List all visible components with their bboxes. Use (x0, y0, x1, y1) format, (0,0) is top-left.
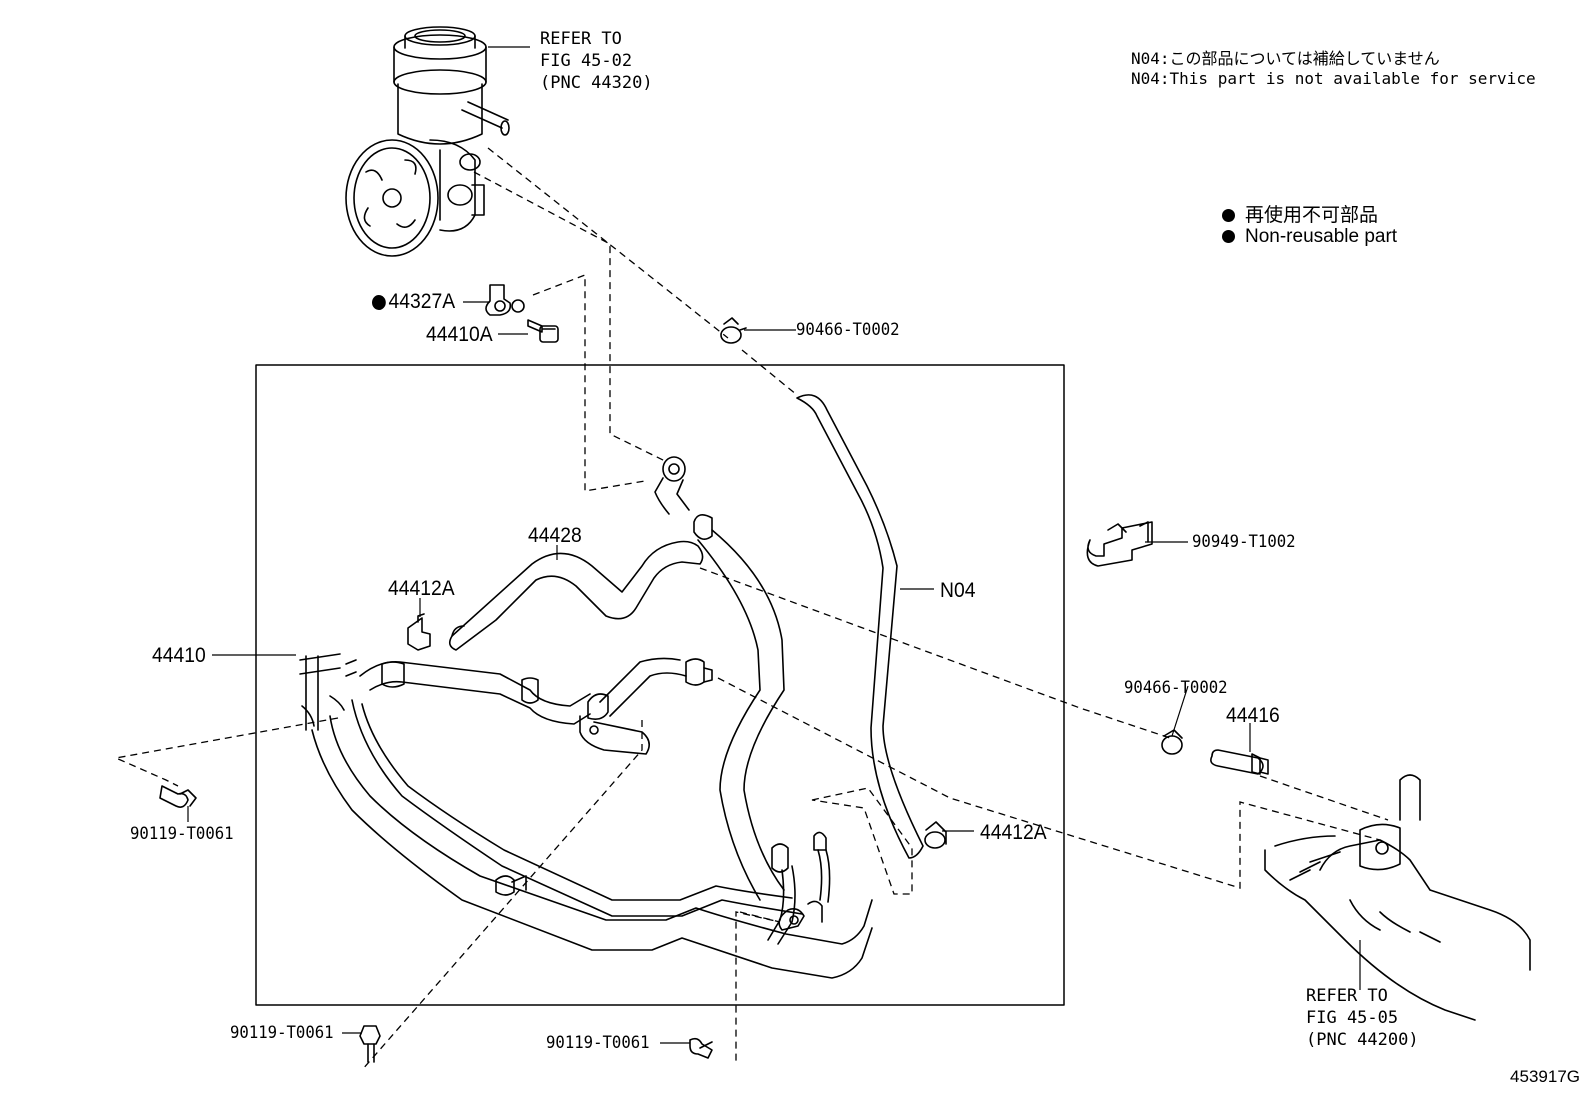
clamp-90466-right-icon (1161, 729, 1183, 755)
figure-number: 453917G (1510, 1067, 1580, 1086)
ref-pump-line-3: (PNC 44320) (540, 73, 653, 93)
pump-icon (345, 26, 510, 257)
note-n04-japanese: N04:この部品については補給していません (1131, 49, 1440, 68)
label-90949: 90949-T1002 (1192, 532, 1296, 552)
label-44410: 44410 (152, 644, 206, 667)
label-44416: 44416 (1226, 704, 1280, 727)
clamp-44412A-right-icon (924, 821, 947, 849)
label-44412A-right: 44412A (980, 821, 1047, 844)
non-reusable-dot-icon (1222, 209, 1235, 223)
gasket-44327A-icon (485, 284, 525, 316)
legend-non-reusable-jp: 再使用不可部品 (1222, 200, 1378, 227)
ref-gear: REFER TO FIG 45-05 (PNC 44200) (1306, 985, 1419, 1051)
label-44327A: 44327A (372, 291, 455, 312)
label-44412A-left: 44412A (388, 577, 455, 600)
legend-jp-text: 再使用不可部品 (1245, 205, 1379, 226)
steering-gear-icon (1264, 774, 1531, 1021)
clamp-90466-top-icon (720, 317, 747, 344)
label-90466-right: 90466-T0002 (1124, 678, 1228, 698)
label-44327A-text: 44327A (388, 290, 456, 313)
non-reusable-dot-icon (372, 294, 386, 310)
hose-44428-icon (448, 540, 704, 651)
legend-non-reusable-en: Non-reusable part (1222, 226, 1397, 248)
label-90119-left: 90119-T0061 (130, 824, 234, 844)
union-44416-icon (1210, 749, 1269, 775)
pressure-tube-icon (654, 456, 796, 945)
ref-pump-line-2: FIG 45-02 (540, 51, 633, 71)
label-90119-bottom-left: 90119-T0061 (230, 1023, 334, 1043)
ref-gear-line-3: (PNC 44200) (1306, 1030, 1419, 1050)
ref-gear-line-1: REFER TO (1306, 986, 1388, 1006)
label-44410A: 44410A (426, 323, 493, 346)
hose-N04-icon (796, 394, 924, 859)
label-90119-bottom-mid: 90119-T0061 (546, 1033, 650, 1053)
label-90466-top: 90466-T0002 (796, 320, 900, 340)
ref-gear-line-2: FIG 45-05 (1306, 1008, 1399, 1028)
non-reusable-dot-icon (1222, 230, 1235, 244)
ref-pump: REFER TO FIG 45-02 (PNC 44320) (540, 28, 653, 94)
clamp-90949-icon (1086, 521, 1153, 567)
tube-assembly-44410-icon (299, 653, 873, 979)
bolt-90119-bottom-mid-icon (689, 1037, 713, 1059)
note-n04-english: N04:This part is not available for servi… (1131, 69, 1536, 88)
assembly-frame (255, 364, 1065, 1006)
clamp-44412A-left-icon (407, 613, 431, 651)
bolt-90119-bottom-left-icon (359, 1025, 381, 1063)
bolt-44410A-icon (527, 319, 559, 343)
ref-pump-line-1: REFER TO (540, 29, 622, 49)
label-N04: N04 (940, 579, 976, 602)
legend-en-text: Non-reusable part (1245, 226, 1398, 247)
label-44428: 44428 (528, 524, 582, 547)
bolt-90119-left-icon (159, 785, 197, 808)
